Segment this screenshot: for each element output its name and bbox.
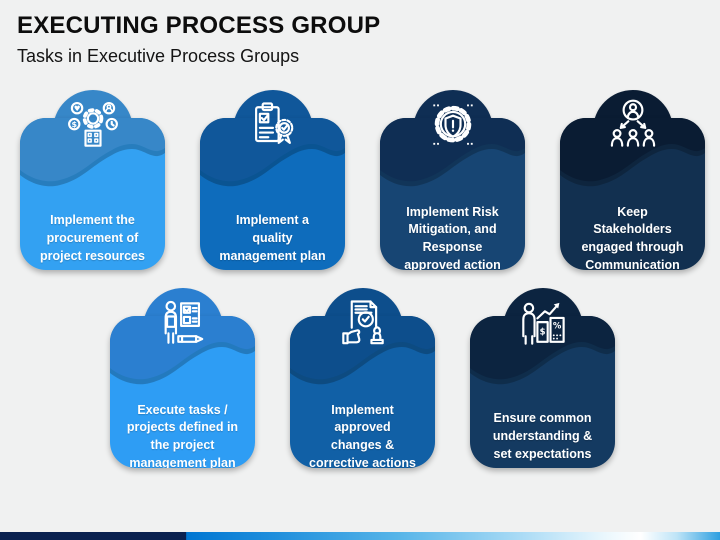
approved-changes-icon xyxy=(333,294,393,354)
svg-text:♥: ♥ xyxy=(73,104,80,113)
svg-text:$: $ xyxy=(71,120,77,129)
card-body: Keep Stakeholders engaged through Commun… xyxy=(560,118,705,270)
card-risk-mitigation: Implement Risk Mitigation, and Response … xyxy=(380,90,525,270)
page-title: EXECUTING PROCESS GROUP xyxy=(17,12,381,39)
expectations-icon: $ % xyxy=(513,294,573,354)
execute-tasks-icon xyxy=(153,294,213,354)
stakeholders-icon xyxy=(603,96,663,156)
footer-accent-bar xyxy=(0,532,720,540)
quality-plan-icon xyxy=(243,96,303,156)
card-label: Keep Stakeholders engaged through Commun… xyxy=(581,204,684,271)
card-execute-tasks: Execute tasks / projects defined in the … xyxy=(110,288,255,468)
card-body: Implement Risk Mitigation, and Response … xyxy=(380,118,525,270)
wave-shape xyxy=(560,118,705,187)
card-procurement: Implement the procurement of project res… xyxy=(20,90,165,270)
card-label: Execute tasks / projects defined in the … xyxy=(126,402,239,469)
card-label: Implement the procurement of project res… xyxy=(40,213,145,263)
card-label: Implement approved changes & corrective … xyxy=(309,402,416,469)
card-label: Implement Risk Mitigation, and Response … xyxy=(404,204,501,271)
wave-shape xyxy=(380,118,525,187)
risk-mitigation-icon xyxy=(423,96,483,156)
card-label: Implement a quality management plan xyxy=(219,213,326,263)
svg-text:$: $ xyxy=(539,326,545,336)
page-subtitle: Tasks in Executive Process Groups xyxy=(17,46,300,66)
wave-shape xyxy=(110,316,255,385)
wave-shape xyxy=(470,316,615,385)
svg-text:%: % xyxy=(552,321,561,331)
wave-shape xyxy=(200,118,345,187)
card-approved-changes: Implement approved changes & corrective … xyxy=(290,288,435,468)
card-quality-plan: Implement a quality management plan xyxy=(200,90,345,270)
card-body: Implement approved changes & corrective … xyxy=(290,316,435,468)
card-label: Ensure common understanding & set expect… xyxy=(492,411,593,461)
procurement-icon: ♥ $ xyxy=(63,96,123,156)
wave-shape xyxy=(290,316,435,385)
card-body: Implement a quality management plan xyxy=(200,118,345,270)
card-body: Implement the procurement of project res… xyxy=(20,118,165,270)
card-stakeholders: Keep Stakeholders engaged through Commun… xyxy=(560,90,705,270)
wave-shape xyxy=(20,118,165,187)
card-expectations: Ensure common understanding & set expect… xyxy=(470,288,615,468)
